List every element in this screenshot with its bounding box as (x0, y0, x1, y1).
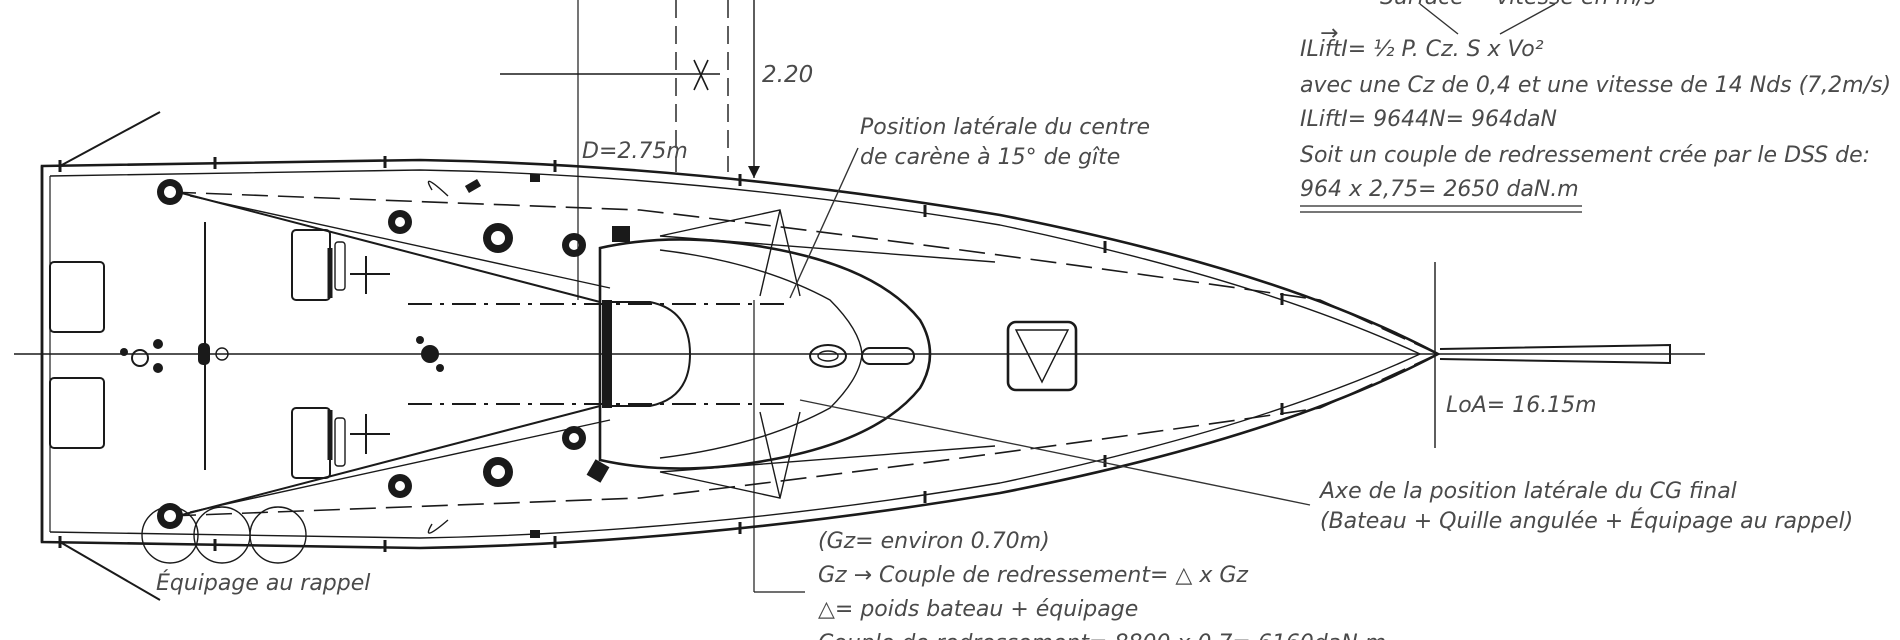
forward-hatch-slot (861, 347, 915, 365)
coachroof-outline (598, 238, 932, 470)
stern-seat-top (49, 261, 105, 333)
cockpit-rail-top (169, 189, 601, 303)
companionway (602, 300, 612, 408)
tiller-cross-top (350, 256, 390, 294)
dashed-outline-bottom (169, 353, 1439, 517)
companionway-hatch (612, 301, 692, 407)
annotation-loa: LoA= 16.15m (1446, 393, 1597, 418)
annotation-top-partial: Surface = vitesse en m/s (1380, 0, 1656, 10)
cockpit-rail-bottom (169, 405, 601, 519)
winch-bottom-4 (562, 426, 586, 450)
winch-bottom-2 (388, 474, 412, 498)
lift-leader-1 (1419, 3, 1459, 35)
carene-leader (789, 147, 859, 299)
helm-seat-top (291, 229, 346, 301)
lift-leader-2 (1499, 3, 1556, 35)
forward-hatch-oval (809, 344, 847, 368)
mainsheet-fittings (120, 336, 444, 373)
cockpit-rail-bottom-2 (189, 419, 611, 513)
winch-top-2 (388, 210, 412, 234)
dashed-outline-top (169, 191, 1439, 355)
crew-hiking-circles (141, 506, 307, 564)
tiller-cross-bottom (350, 414, 390, 454)
annotation-cz-note: avec une Cz de 0,4 et une vitesse de 14 … (1300, 73, 1891, 98)
stern-pulpit-top (59, 111, 161, 167)
annotation-equipage: Équipage au rappel (156, 570, 370, 596)
fore-hatch-triangle (1014, 329, 1070, 384)
forward-hatch-oval-inner (817, 350, 839, 362)
annotation-lift-formula: ILiftI= ½ P. Cz. S x Vo² (1300, 37, 1544, 62)
hook-bottom-1 (427, 519, 449, 534)
deck-fittings (464, 174, 630, 538)
stanchions-top (58, 156, 1284, 305)
shroud-lines-top (659, 209, 996, 297)
shroud-lines-bottom (659, 411, 996, 499)
annotation-carene-2: de carène à 15° de gîte (860, 145, 1120, 170)
fore-hatch (1006, 320, 1078, 392)
annotation-dim-2-20: 2.20 (762, 62, 813, 88)
hull-inner-line (49, 169, 1422, 539)
winches (157, 179, 586, 529)
dimension-2-20 (500, 0, 760, 300)
annotation-carene-1: Position latérale du centre (860, 115, 1150, 140)
annotation-gz-4: Couple de redressement= 8800 x 0.7= 6160… (818, 631, 1386, 640)
annotation-lift-value: ILiftI= 9644N= 964daN (1300, 107, 1557, 132)
annotation-dim-d: D=2.75m (582, 139, 688, 164)
annotation-couple-note: Soit un couple de redressement crée par … (1300, 143, 1870, 168)
annotation-cg-1: Axe de la position latérale du CG final (1318, 479, 1737, 504)
winch-top-3 (483, 223, 513, 253)
winch-top-1 (157, 179, 183, 205)
winch-top-4 (562, 233, 586, 257)
hook-top-1 (427, 180, 449, 197)
helm-seat-bottom (291, 407, 346, 479)
annotation-gz-1: (Gz= environ 0.70m) (818, 529, 1050, 554)
traveller-car (198, 343, 210, 365)
cg-axis-leader (799, 399, 1311, 506)
annotation-gz-2: Gz → Couple de redressement= △ x Gz (818, 563, 1248, 588)
stanchions-bottom (58, 403, 1284, 552)
annotation-cg-2: (Bateau + Quille angulée + Équipage au r… (1320, 508, 1853, 534)
annotation-gz-3: △= poids bateau + équipage (818, 597, 1138, 622)
winch-bottom-1 (157, 503, 183, 529)
stern-seat-bottom (49, 377, 105, 449)
annotation-couple-value: 964 x 2,75= 2650 daN.m (1300, 177, 1579, 202)
annotation-lift-vector-mark: → (1320, 21, 1338, 46)
cockpit-rail-top-2 (189, 195, 611, 289)
bowsprit (1439, 343, 1671, 365)
stern-pulpit-bottom (59, 541, 161, 601)
traveller-pivot (215, 347, 229, 361)
winch-bottom-3 (483, 457, 513, 487)
